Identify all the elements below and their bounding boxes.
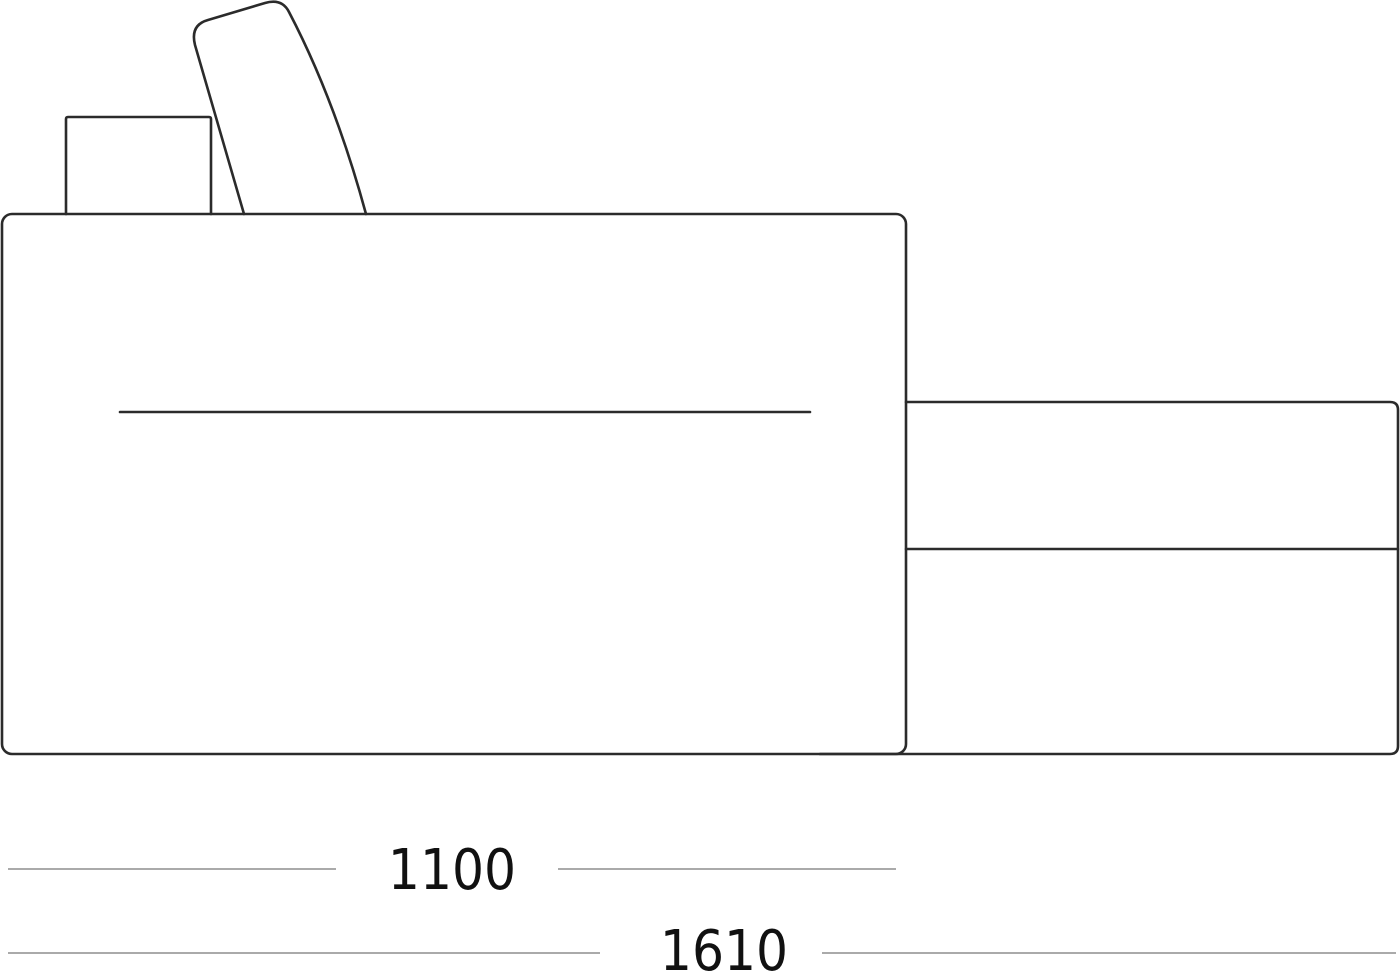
ottoman [818, 400, 1400, 756]
small-cushion [64, 115, 213, 216]
back-cushion [192, 0, 368, 216]
sofa-body [0, 212, 908, 756]
dimension-label-overall: 1610 [660, 919, 788, 974]
dimension-label-inner: 1100 [388, 838, 516, 903]
